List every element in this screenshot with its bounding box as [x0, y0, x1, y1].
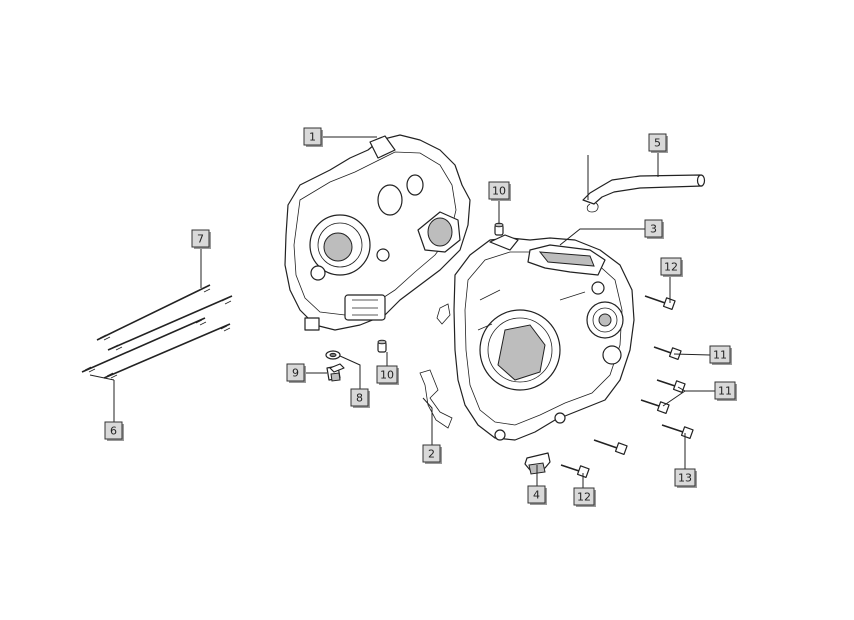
callout-3-label: 3	[650, 223, 657, 236]
bolt-11-middle	[656, 379, 686, 394]
dowel-pin-upper	[494, 222, 504, 236]
drain-washer	[325, 350, 341, 360]
bolt-12-upper	[644, 295, 676, 311]
drain-bolt	[326, 363, 345, 382]
callout-12-upper: 12	[660, 257, 683, 277]
callout-6-label: 6	[110, 425, 117, 438]
gasket	[419, 303, 453, 429]
callout-13: 13	[674, 468, 697, 488]
bolt-12-lower	[560, 464, 590, 479]
callout-12-lower: 12	[573, 487, 596, 507]
callout-10-upper: 10	[488, 181, 511, 201]
callout-11-lower: 11	[714, 381, 737, 401]
callout-8: 8	[350, 388, 370, 408]
callout-8-label: 8	[356, 392, 363, 405]
callout-12-upper-label: 12	[664, 261, 678, 274]
callout-9-label: 9	[292, 367, 299, 380]
callout-7: 7	[191, 229, 211, 249]
oil-plug	[524, 452, 551, 475]
callout-3: 3	[644, 219, 664, 239]
left-crankcase-half	[284, 134, 471, 331]
callout-5-label: 5	[654, 137, 661, 150]
callout-11-upper: 11	[709, 345, 732, 365]
callout-1-label: 1	[309, 131, 316, 144]
bolt-11-upper	[653, 346, 682, 361]
callout-10-lower: 10	[376, 365, 399, 385]
leader-lines	[89, 136, 715, 490]
callout-4: 4	[527, 485, 547, 505]
right-crankcase-half	[453, 234, 635, 441]
callout-10-upper-label: 10	[492, 185, 506, 198]
callout-5: 5	[648, 133, 668, 153]
bolt-long-lower	[593, 439, 628, 456]
callout-6: 6	[104, 421, 124, 441]
callout-11-upper-label: 11	[713, 349, 727, 362]
bolt-13	[661, 424, 694, 440]
callout-13-label: 13	[678, 472, 692, 485]
callout-2: 2	[422, 444, 442, 464]
callout-10-lower-label: 10	[380, 369, 394, 382]
callout-11-lower-label: 11	[718, 385, 732, 398]
callout-4-label: 4	[533, 489, 540, 502]
breather-hose	[582, 174, 706, 213]
callout-2-label: 2	[428, 448, 435, 461]
dowel-pin-lower	[377, 339, 387, 353]
bolt-11-lower	[640, 399, 670, 415]
callout-9: 9	[286, 363, 306, 383]
callout-12-lower-label: 12	[577, 491, 591, 504]
stud-bolts	[81, 284, 233, 379]
callout-7-label: 7	[197, 233, 204, 246]
callout-1: 1	[303, 127, 323, 147]
